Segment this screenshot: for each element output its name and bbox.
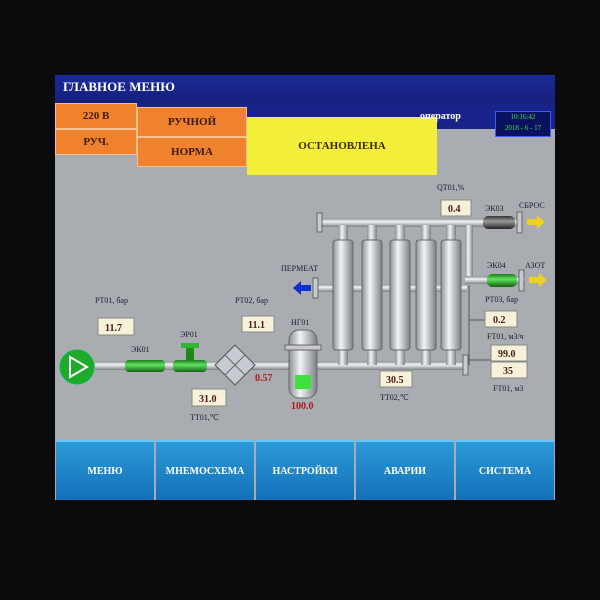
pt01-label: PT01, бар (95, 296, 128, 305)
title-bar: ГЛАВНОЕ МЕНЮ (55, 75, 555, 103)
condition-cell: НОРМА (137, 137, 247, 167)
main-pipe (95, 361, 465, 370)
pt03-box (484, 310, 518, 328)
process-diagram: PT01, бар 11.7 ЭК01 ЭР01 PT02, бар 11.1 … (59, 183, 547, 422)
permeat-label: ПЕРМЕАТ (281, 264, 318, 273)
sbros-label: СБРОС (519, 201, 545, 210)
flange (316, 212, 323, 233)
valve-ek01[interactable] (125, 360, 165, 372)
actuator-head (181, 343, 199, 348)
clock: 10:16:42 2018 - 6 - 17 (495, 111, 551, 137)
valve-ek04[interactable] (487, 274, 517, 287)
er01-label: ЭР01 (180, 330, 198, 339)
pt02-box (241, 315, 275, 333)
mode-cell: РУЧНОЙ (137, 107, 247, 137)
flange (516, 211, 523, 234)
qt01-box (440, 199, 472, 217)
clock-time: 10:16:42 (510, 113, 536, 121)
window-title: ГЛАВНОЕ МЕНЮ (63, 79, 175, 94)
ek03-label: ЭК03 (485, 204, 504, 213)
arrow-right-icon (529, 273, 547, 287)
control-cell: РУЧ. (55, 129, 137, 155)
pt03-value: 0.2 (493, 315, 506, 326)
hx-line (224, 354, 246, 376)
valve-er01[interactable] (173, 360, 207, 372)
hmi-screen: ГЛАВНОЕ МЕНЮ 220 В РУЧНОЙ РУЧ. НОРМА ОСТ… (55, 75, 555, 500)
ft01-total-label: FT01, м3 (493, 384, 523, 393)
flange (312, 277, 319, 299)
nav-menu-button[interactable]: МЕНЮ (56, 440, 154, 500)
arrow-left-icon (293, 281, 311, 295)
pt02-value: 11.1 (248, 320, 265, 331)
pt03-label: PT03, бар (485, 295, 518, 304)
ft01-rate-value: 99.0 (498, 349, 516, 360)
ft01-rate-box (490, 344, 528, 362)
user-label: оператор (420, 111, 461, 122)
ek04-label: ЭК04 (487, 261, 506, 270)
tt02-value: 30.5 (386, 375, 404, 386)
actuator (186, 347, 194, 360)
tt02-box (379, 370, 413, 388)
qt01-value: 0.4 (448, 204, 461, 215)
pt01-value: 11.7 (105, 323, 122, 334)
vessel-flange (284, 344, 322, 351)
tt01-label: TT01,℃ (190, 413, 219, 422)
ng01-value: 100.0 (291, 401, 314, 412)
flange (518, 269, 525, 292)
ek01-label: ЭК01 (131, 345, 150, 354)
tt01-value: 31.0 (199, 394, 217, 405)
nitrogen-pipe (465, 225, 473, 283)
system-state: ОСТАНОВЛЕНА (247, 117, 437, 175)
flange (462, 354, 469, 376)
nav-bar: МЕНЮ МНЕМОСХЕМА НАСТРОЙКИ АВАРИИ СИСТЕМА (55, 440, 555, 500)
pump[interactable] (59, 349, 95, 385)
retentate-pipe (320, 218, 520, 227)
play-icon (69, 355, 89, 379)
nav-mnemo-button[interactable]: МНЕМОСХЕМА (156, 440, 254, 500)
qt01-label: QT01,% (437, 183, 465, 192)
ft01-total-value: 35 (503, 366, 513, 377)
nav-system-button[interactable]: СИСТЕМА (456, 440, 554, 500)
azot-label: АЗОТ (525, 261, 545, 270)
nav-alarms-button[interactable]: АВАРИИ (356, 440, 454, 500)
dp-value: 0.57 (255, 373, 273, 384)
ft01-rate-label: FT01, м3/ч (487, 332, 524, 341)
ft01-total-box (490, 361, 528, 379)
voltage-cell: 220 В (55, 103, 137, 129)
membrane-modules (332, 225, 462, 365)
clock-date: 2018 - 6 - 17 (504, 124, 542, 132)
tt02-label: TT02,℃ (380, 393, 409, 402)
arrow-right-icon (527, 215, 545, 229)
pt02-label: PT02, бар (235, 296, 268, 305)
ng01-label: НГ01 (291, 318, 309, 327)
valve-ek03[interactable] (483, 216, 515, 229)
vessel-level (295, 375, 311, 389)
nav-settings-button[interactable]: НАСТРОЙКИ (256, 440, 354, 500)
tt01-box (191, 388, 227, 407)
pt01-box (97, 317, 135, 336)
